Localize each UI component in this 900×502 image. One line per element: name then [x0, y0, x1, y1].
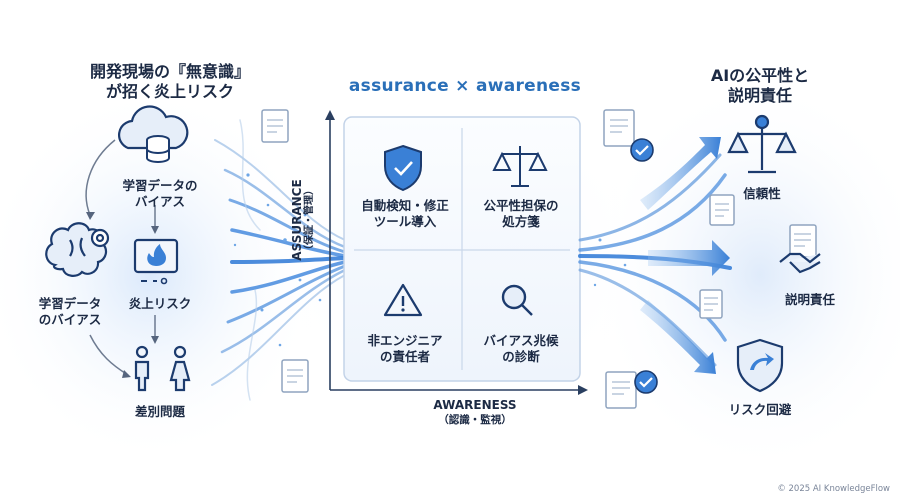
cell-bias-diagnosis: バイアス兆候 の診断 — [466, 333, 576, 364]
x-axis-line2: （認識・監視） — [438, 413, 512, 426]
copyright: © 2025 AI KnowledgeFlow — [777, 484, 890, 494]
label-flame-risk: 炎上リスク — [110, 296, 210, 312]
label-discrimination: 差別問題 — [110, 404, 210, 420]
y-axis-line1: ASSURANCE — [290, 179, 304, 261]
magnifier-icon — [501, 284, 533, 316]
label-data-bias-top: 学習データの バイアス — [110, 178, 210, 209]
warning-icon — [383, 283, 423, 317]
cell-line1: 自動検知・修正 — [361, 198, 449, 213]
x-axis-line1: AWARENESS — [433, 398, 517, 412]
document-icon — [261, 109, 309, 393]
cell-non-engineer-owner: 非エンジニア の責任者 — [350, 333, 460, 364]
fire-monitor-icon — [133, 238, 179, 285]
cell-fairness-prescription: 公平性担保の 処方箋 — [466, 198, 576, 229]
cell-line2: ツール導入 — [373, 213, 437, 229]
cloud-database-icon — [118, 105, 189, 163]
shield-check-icon — [384, 144, 422, 192]
handshake-icon — [779, 224, 821, 274]
brain-gear-icon — [45, 222, 110, 277]
axes — [325, 110, 588, 395]
cell-line1: 公平性担保の — [483, 198, 559, 213]
center-title: assurance × awareness — [348, 76, 582, 96]
left-title: 開発現場の『無意識』 が招く炎上リスク — [70, 62, 270, 102]
label-line2: のバイアス — [38, 311, 102, 327]
label-reliability: 信頼性 — [743, 186, 781, 201]
label-risk-avoidance: リスク回避 — [728, 402, 792, 417]
cell-line1: バイアス兆候 — [483, 333, 559, 348]
y-axis-line2: （保証・管理） — [304, 185, 316, 255]
right-title-line1: AIの公平性と — [710, 66, 810, 85]
label-data-bias-left: 学習データ のバイアス — [20, 296, 120, 327]
label-line2: バイアス — [134, 193, 185, 209]
right-documents — [603, 109, 735, 409]
scales-icon — [492, 146, 548, 187]
balance-scale-icon — [727, 114, 797, 174]
left-title-line1: 開発現場の『無意識』 — [89, 62, 250, 81]
y-axis-label: ASSURANCE （保証・管理） — [290, 150, 326, 290]
right-title-line2: 説明責任 — [727, 86, 792, 105]
people-icon — [134, 345, 191, 392]
right-title: AIの公平性と 説明責任 — [680, 66, 840, 106]
x-axis-label: AWARENESS （認識・監視） — [395, 398, 555, 427]
sparkles — [233, 173, 627, 347]
cell-line1: 非エンジニア — [367, 333, 443, 348]
label-line1: 学習データの — [122, 178, 198, 193]
cell-line2: の診断 — [502, 348, 540, 364]
check-badge-icon — [630, 138, 658, 394]
cell-auto-detection: 自動検知・修正 ツール導入 — [350, 198, 460, 229]
cell-line2: 処方箋 — [502, 213, 540, 229]
shield-arrow-icon — [736, 338, 784, 393]
label-accountability: 説明責任 — [784, 292, 835, 307]
label-line1: 炎上リスク — [128, 296, 192, 311]
cell-line2: の責任者 — [379, 348, 430, 364]
label-line1: 差別問題 — [134, 404, 185, 419]
left-title-line2: が招く炎上リスク — [105, 82, 234, 101]
flow-arrows-right — [640, 137, 730, 374]
label-line1: 学習データ — [38, 296, 102, 311]
